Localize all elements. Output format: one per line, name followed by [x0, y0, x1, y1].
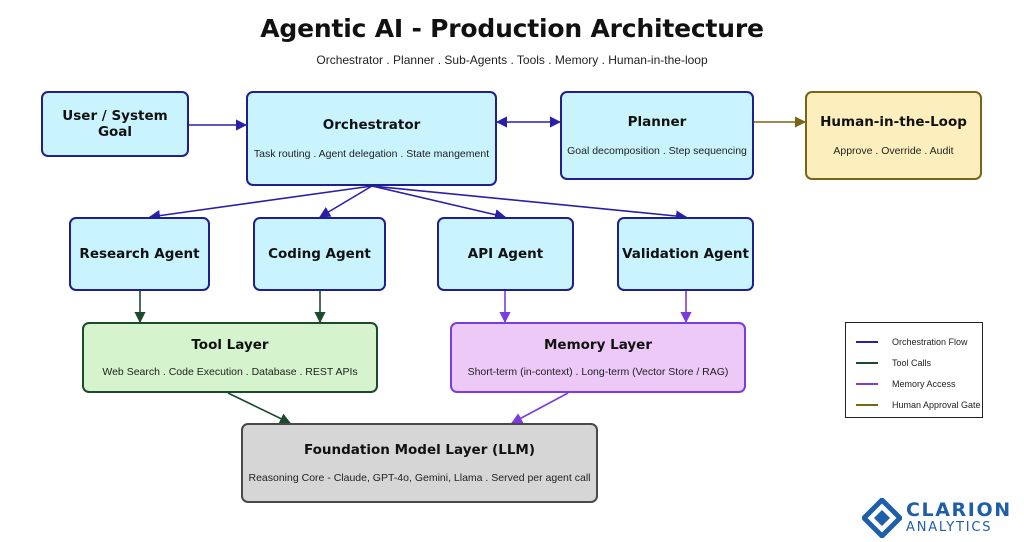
edge-orchestrator-validation [371, 185, 688, 222]
validation-agent-node: Validation Agent [617, 217, 754, 291]
edge-orchestrator-research [148, 185, 373, 222]
legend-item: Human Approval Gate [856, 394, 982, 415]
foundation-model-title: Foundation Model Layer (LLM) [303, 442, 536, 458]
brand-sub: ANALYTICS [906, 520, 993, 535]
legend: Orchestration Flow Tool Calls Memory Acc… [845, 322, 983, 418]
user-goal-node: User / System Goal [41, 91, 189, 157]
memory-layer-title: Memory Layer [544, 337, 652, 353]
human-in-the-loop-title: Human-in-the-Loop [820, 114, 967, 130]
research-agent-node: Research Agent [69, 217, 210, 291]
orchestrator-desc: Task routing . Agent delegation . State … [253, 148, 490, 160]
foundation-model-node: Foundation Model Layer (LLM) Reasoning C… [241, 423, 598, 503]
api-agent-title: API Agent [467, 246, 544, 262]
diamond-logo-icon [862, 498, 902, 538]
edge-tool-foundation [227, 392, 292, 424]
memory-layer-node: Memory Layer Short-term (in-context) . L… [450, 322, 746, 393]
edge-orchestrator-api [371, 185, 507, 221]
page-subtitle: Orchestrator . Planner . Sub-Agents . To… [316, 53, 708, 67]
legend-swatch [856, 403, 878, 406]
legend-item: Orchestration Flow [856, 331, 982, 352]
brand-logo: CLARION ANALYTICS [862, 498, 1022, 538]
edge-memory-foundation [511, 392, 569, 424]
coding-agent-node: Coding Agent [253, 217, 386, 291]
legend-swatch [856, 361, 878, 364]
api-agent-node: API Agent [437, 217, 574, 291]
tool-layer-node: Tool Layer Web Search . Code Execution .… [82, 322, 378, 393]
planner-node: Planner Goal decomposition . Step sequen… [560, 91, 754, 180]
legend-item: Memory Access [856, 373, 982, 394]
memory-layer-desc: Short-term (in-context) . Long-term (Vec… [467, 366, 729, 378]
legend-label: Memory Access [892, 378, 956, 389]
tool-layer-desc: Web Search . Code Execution . Database .… [102, 366, 358, 378]
tool-layer-title: Tool Layer [191, 337, 269, 353]
research-agent-title: Research Agent [79, 246, 200, 262]
orchestrator-node: Orchestrator Task routing . Agent delega… [246, 91, 497, 186]
user-goal-title: User / System Goal [62, 108, 168, 140]
legend-label: Human Approval Gate [892, 399, 981, 410]
coding-agent-title: Coding Agent [268, 246, 371, 262]
page-title: Agentic AI - Production Architecture [260, 14, 764, 43]
legend-label: Orchestration Flow [892, 336, 968, 347]
brand-name: CLARION [906, 499, 1012, 521]
foundation-model-desc: Reasoning Core - Claude, GPT-4o, Gemini,… [248, 472, 591, 484]
planner-desc: Goal decomposition . Step sequencing [567, 145, 747, 157]
legend-swatch [856, 382, 878, 385]
legend-label: Tool Calls [892, 357, 932, 368]
edge-orchestrator-coding [319, 185, 373, 218]
human-in-the-loop-desc: Approve . Override . Audit [833, 145, 954, 157]
legend-swatch [856, 340, 878, 343]
orchestrator-title: Orchestrator [322, 117, 421, 133]
human-in-the-loop-node: Human-in-the-Loop Approve . Override . A… [805, 91, 982, 180]
legend-item: Tool Calls [856, 352, 982, 373]
validation-agent-title: Validation Agent [622, 246, 749, 262]
planner-title: Planner [627, 114, 687, 130]
